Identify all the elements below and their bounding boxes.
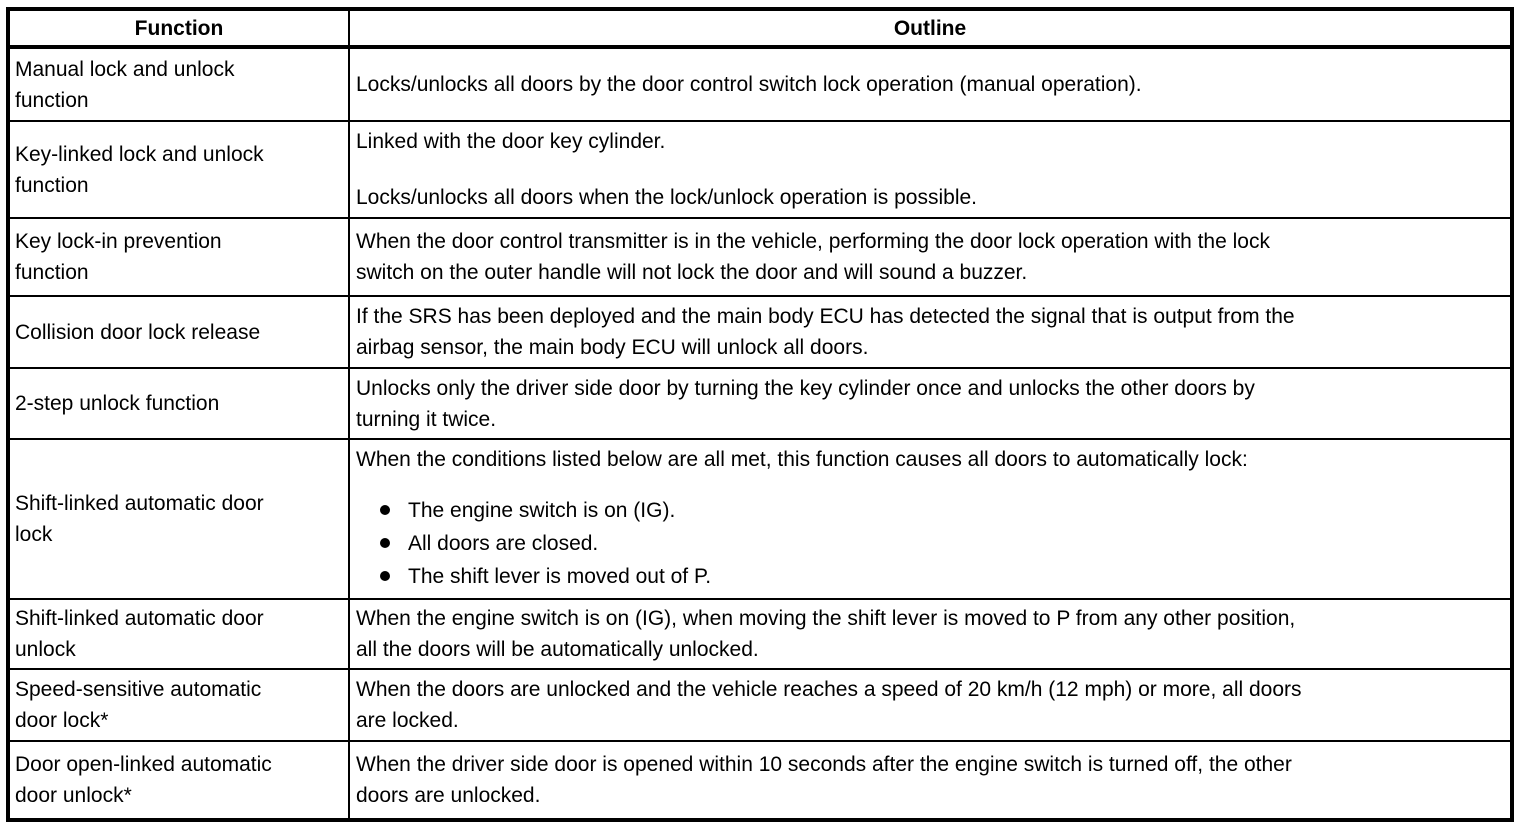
outline-cell: Unlocks only the driver side door by tur…	[350, 369, 1510, 438]
function-label-line: function	[15, 261, 89, 284]
function-label-line: function	[15, 173, 89, 197]
function-label-line: lock	[15, 523, 53, 546]
outline-paragraph: When the engine switch is on (IG), when …	[356, 603, 1496, 665]
outline-paragraph: Linked with the door key cylinder.	[356, 126, 1496, 157]
function-cell: Shift-linked automatic door lock	[10, 440, 350, 598]
outline-paragraph: Locks/unlocks all doors by the door cont…	[356, 69, 1496, 100]
outline-text-line: doors are unlocked.	[356, 784, 541, 807]
outline-paragraph: When the door control transmitter is in …	[356, 226, 1496, 288]
bullet-text: The engine switch is on (IG).	[408, 498, 676, 522]
table-row: Collision door lock release If the SRS ha…	[10, 297, 1510, 369]
table-row: Door open-linked automatic door unlock* Wh…	[10, 742, 1510, 818]
bullet-item: All doors are closed.	[380, 527, 1496, 560]
bullet-text: All doors are closed.	[408, 531, 599, 555]
function-label-line: function	[15, 88, 89, 112]
door-lock-function-table: Function Outline Manual lock and unlock f…	[6, 7, 1514, 822]
table-row: Key-linked lock and unlock function Linked…	[10, 122, 1510, 219]
outline-paragraph: Unlocks only the driver side door by tur…	[356, 373, 1496, 435]
outline-cell: When the engine switch is on (IG), when …	[350, 600, 1510, 668]
outline-cell: When the conditions listed below are all…	[350, 440, 1510, 598]
outline-cell: When the door control transmitter is in …	[350, 219, 1510, 295]
outline-text-line: When the door control transmitter is in …	[356, 230, 1270, 253]
function-label-line: unlock	[15, 638, 76, 661]
outline-paragraph: Locks/unlocks all doors when the lock/un…	[356, 182, 1496, 213]
function-label-line: Manual lock and unlock	[15, 57, 235, 81]
outline-text-line: switch on the outer handle will not lock…	[356, 261, 1028, 284]
outline-text-line: When the driver side door is opened with…	[356, 753, 1292, 776]
function-cell: 2-step unlock function	[10, 369, 350, 438]
function-cell: Manual lock and unlock function	[10, 49, 350, 120]
column-header-function: Function	[10, 11, 350, 45]
function-cell: Key lock-in prevention function	[10, 219, 350, 295]
column-header-outline: Outline	[893, 16, 967, 40]
function-label-line: Collision door lock release	[15, 320, 261, 344]
function-label-line: Door open-linked automatic	[15, 753, 272, 776]
outline-text-line: Locks/unlocks all doors by the door cont…	[356, 73, 1142, 96]
bullet-icon	[380, 538, 390, 548]
function-label-line: door lock*	[15, 709, 109, 732]
bullet-item: The shift lever is moved out of P.	[380, 560, 1496, 593]
outline-text-line: are locked.	[356, 709, 459, 732]
function-label-line: Key-linked lock and unlock	[15, 142, 264, 166]
outline-text-line: airbag sensor, the main body ECU will un…	[356, 336, 869, 359]
outline-paragraph: When the driver side door is opened with…	[356, 749, 1496, 811]
function-label-line: Speed-sensitive automatic	[15, 678, 262, 701]
function-label-line: 2-step unlock function	[15, 392, 220, 415]
outline-text-line: Linked with the door key cylinder.	[356, 130, 666, 153]
bullet-item: The engine switch is on (IG).	[380, 494, 1496, 527]
function-label-line: Shift-linked automatic door	[15, 492, 264, 515]
function-cell: Speed-sensitive automatic door lock*	[10, 670, 350, 740]
outline-cell: Locks/unlocks all doors by the door cont…	[350, 49, 1510, 120]
function-cell: Shift-linked automatic door unlock	[10, 600, 350, 668]
outline-cell: When the doors are unlocked and the vehi…	[350, 670, 1510, 740]
table-row: Shift-linked automatic door unlock When th…	[10, 600, 1510, 670]
outline-text-line: turning it twice.	[356, 407, 497, 431]
table-row: Key lock-in prevention function When the d…	[10, 219, 1510, 297]
outline-paragraph: If the SRS has been deployed and the mai…	[356, 301, 1496, 363]
outline-text-line: If the SRS has been deployed and the mai…	[356, 305, 1295, 328]
outline-cell: Linked with the door key cylinder. Locks/…	[350, 122, 1510, 217]
outline-text-line: all the doors will be automatically unlo…	[356, 638, 759, 661]
outline-cell: When the driver side door is opened with…	[350, 742, 1510, 818]
outline-text-line: When the conditions listed below are all…	[356, 447, 1248, 471]
table-row: 2-step unlock function Unlocks only the d…	[10, 369, 1510, 440]
function-label-line: Shift-linked automatic door	[15, 607, 264, 630]
outline-text-line: Unlocks only the driver side door by tur…	[356, 376, 1255, 400]
function-label-line: door unlock*	[15, 784, 132, 807]
outline-text-line: When the doors are unlocked and the vehi…	[356, 678, 1302, 701]
outline-paragraph: When the conditions listed below are all…	[356, 444, 1496, 475]
outline-text-line: When the engine switch is on (IG), when …	[356, 607, 1296, 630]
table-row: Shift-linked automatic door lock When the …	[10, 440, 1510, 600]
outline-paragraph: When the doors are unlocked and the vehi…	[356, 674, 1496, 736]
outline-text-line: Locks/unlocks all doors when the lock/un…	[356, 186, 978, 209]
bullet-text: The shift lever is moved out of P.	[408, 564, 712, 588]
function-label-line: Key lock-in prevention	[15, 230, 222, 253]
bullet-icon	[380, 571, 390, 581]
table-row: Manual lock and unlock function Locks/unlo…	[10, 49, 1510, 122]
table-row: Speed-sensitive automatic door lock* When …	[10, 670, 1510, 742]
function-cell: Collision door lock release	[10, 297, 350, 367]
outline-cell: If the SRS has been deployed and the mai…	[350, 297, 1510, 367]
condition-bullet-list: The engine switch is on (IG). All doors a…	[356, 494, 1496, 593]
function-cell: Door open-linked automatic door unlock*	[10, 742, 350, 818]
bullet-icon	[380, 505, 390, 515]
function-cell: Key-linked lock and unlock function	[10, 122, 350, 217]
table-header-row: Function Outline	[10, 11, 1510, 49]
